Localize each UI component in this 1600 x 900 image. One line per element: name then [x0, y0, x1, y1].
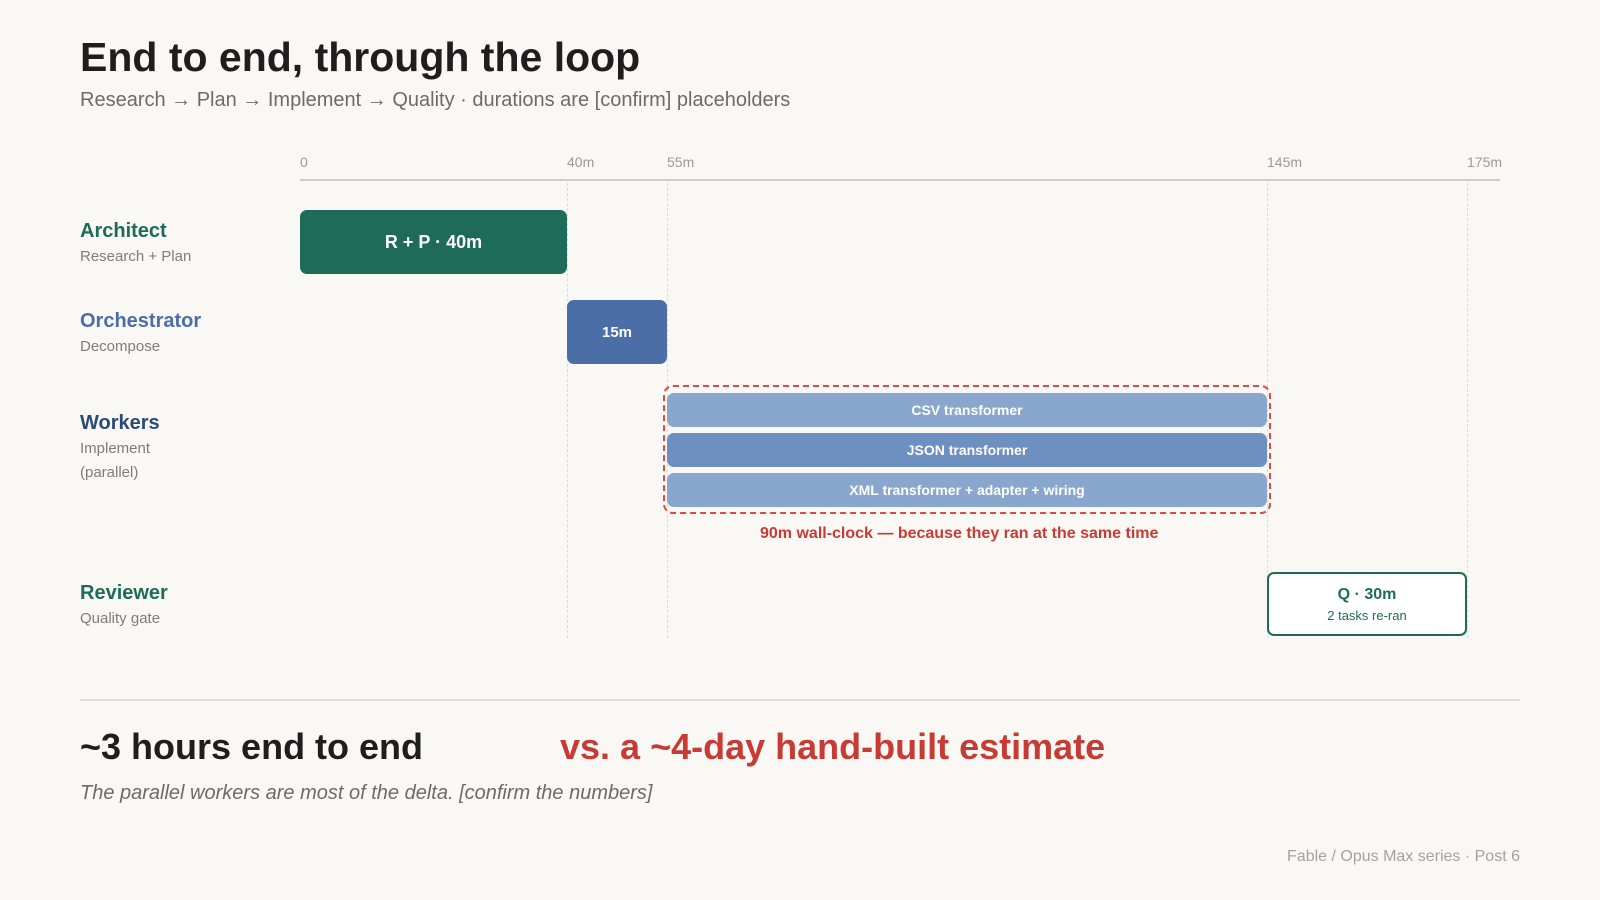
- timeline-axis: [300, 179, 1500, 181]
- gridline-175m: [1467, 183, 1468, 638]
- worker-bar-xml: XML transformer + adapter + wiring: [667, 473, 1267, 507]
- summary-comparison: vs. a ~4-day hand-built estimate: [560, 726, 1106, 767]
- worker-bar-xml-label: XML transformer + adapter + wiring: [849, 482, 1085, 498]
- role-reviewer: Reviewer: [80, 582, 168, 604]
- gridline-40m: [567, 183, 568, 638]
- orchestrator-bar: 15m: [567, 300, 667, 364]
- role-architect-desc: Research + Plan: [80, 248, 192, 265]
- reviewer-bar-label: Q · 30m: [1337, 585, 1397, 603]
- tick-55m: 55m: [667, 154, 695, 170]
- gridline-145m: [1267, 183, 1268, 638]
- role-workers-desc: Implement: [80, 440, 151, 457]
- worker-bar-json: JSON transformer: [667, 433, 1267, 467]
- tick-175m: 175m: [1467, 154, 1503, 170]
- summary-note: The parallel workers are most of the del…: [80, 782, 653, 804]
- footer-series-label: Fable / Opus Max series · Post 6: [1287, 848, 1520, 865]
- reviewer-bar-sublabel: 2 tasks re-ran: [1327, 607, 1407, 623]
- worker-bar-csv: CSV transformer: [667, 393, 1267, 427]
- page-title: End to end, through the loop: [80, 34, 641, 80]
- role-workers: Workers: [80, 412, 160, 434]
- role-orchestrator-desc: Decompose: [80, 338, 161, 355]
- worker-bar-json-label: JSON transformer: [906, 442, 1028, 458]
- tick-40m: 40m: [567, 154, 595, 170]
- section-divider: [80, 699, 1520, 701]
- worker-bar-csv-label: CSV transformer: [911, 402, 1023, 418]
- architect-bar: R + P · 40m: [300, 210, 567, 274]
- role-workers-desc-parallel: (parallel): [80, 464, 139, 481]
- role-reviewer-desc: Quality gate: [80, 610, 161, 627]
- parallel-highlight-box: [663, 385, 1271, 514]
- architect-bar-label: R + P · 40m: [384, 231, 483, 252]
- role-orchestrator: Orchestrator: [80, 310, 202, 332]
- wall-clock-note: 90m wall-clock — because they ran at the…: [760, 525, 1159, 542]
- summary-headline: ~3 hours end to end: [80, 726, 424, 767]
- reviewer-bar: Q · 30m 2 tasks re-ran: [1267, 572, 1467, 636]
- tick-0: 0: [300, 154, 308, 170]
- orchestrator-bar-label: 15m: [601, 323, 633, 341]
- tick-145m: 145m: [1267, 154, 1303, 170]
- page-subtitle: Research → Plan → Implement → Quality · …: [80, 89, 791, 111]
- role-architect: Architect: [80, 220, 167, 242]
